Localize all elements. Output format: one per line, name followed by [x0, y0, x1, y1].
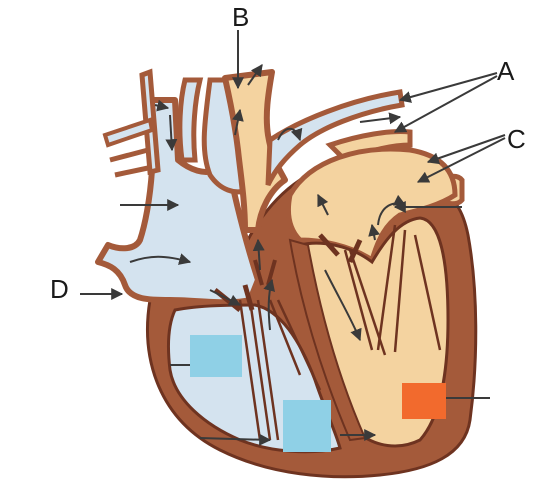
label-b: B: [232, 4, 249, 30]
label-c: C: [507, 126, 526, 152]
label-a: A: [497, 58, 514, 84]
pulmonary-artery-left-branch: [180, 80, 200, 160]
svc-branch-left: [105, 120, 152, 145]
label-box-right-atrium-lower[interactable]: [190, 335, 242, 377]
label-box-left-ventricle[interactable]: [402, 383, 446, 419]
label-box-right-ventricle[interactable]: [283, 400, 331, 452]
svc-branch-left-2: [110, 150, 148, 175]
label-d: D: [50, 276, 69, 302]
